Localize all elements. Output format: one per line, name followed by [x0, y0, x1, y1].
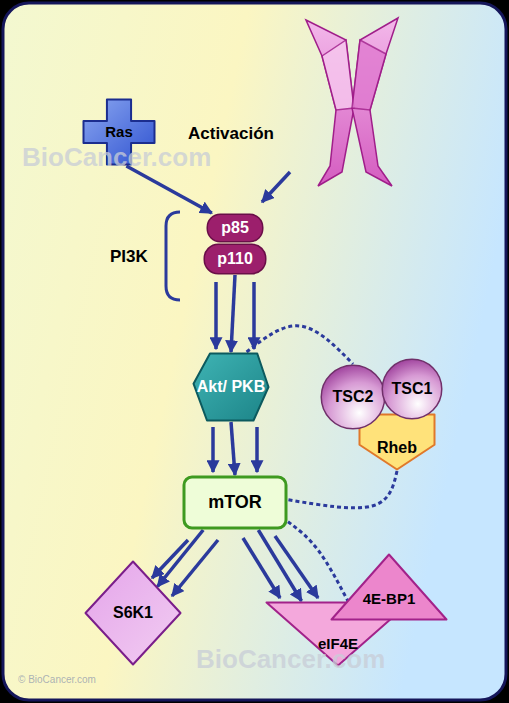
- signal-arrow: [258, 530, 301, 601]
- node-label: TSC2: [333, 389, 374, 406]
- receptor-illustration: [306, 18, 398, 186]
- kinase-pentagon: Akt/ PKB: [192, 352, 270, 422]
- node-label: 4E-BP1: [363, 591, 416, 607]
- watermark: BioCancer.com: [22, 142, 211, 173]
- signal-arrow: [231, 422, 235, 475]
- pi3k-bracket: [166, 212, 180, 300]
- arrow-group: [152, 172, 318, 598]
- signal-arrow: [214, 282, 218, 349]
- node-label: p85: [221, 220, 249, 237]
- binding-protein-triangle: 4E-BP1: [330, 553, 448, 621]
- complex-circle: TSC2: [320, 364, 386, 430]
- signal-arrow: [172, 540, 218, 596]
- node-label: Rheb: [377, 440, 417, 457]
- node-label: TSC1: [392, 381, 433, 398]
- catalytic-subunit: p110: [203, 243, 267, 275]
- node-label: S6K1: [113, 605, 153, 622]
- effector-diamond: S6K1: [84, 560, 182, 666]
- complex-circle: TSC1: [381, 358, 443, 420]
- activation-label: Activación: [188, 124, 274, 144]
- node-label: Ras: [105, 124, 133, 140]
- signal-arrow: [158, 530, 204, 587]
- node-label: p110: [217, 251, 253, 268]
- inhibition-link: [247, 326, 353, 364]
- kinase-box: mTOR: [182, 475, 288, 530]
- activation-arrow: [262, 172, 290, 202]
- node-outline: [330, 553, 448, 621]
- connector-layer: [126, 166, 397, 601]
- watermark: © BioCancer.com: [18, 674, 96, 685]
- regulatory-subunit: p85: [206, 213, 264, 243]
- node-label: Akt/ PKB: [197, 379, 265, 396]
- inhibition-link: [288, 471, 397, 508]
- node-label: mTOR: [208, 493, 262, 512]
- signal-arrow: [126, 166, 211, 213]
- complex-label: PI3K: [110, 247, 148, 267]
- signal-arrow: [243, 538, 280, 598]
- watermark: BioCancer.com: [196, 644, 385, 675]
- background-panel: [3, 3, 506, 700]
- signal-arrow: [231, 275, 235, 352]
- signal-arrow: [252, 282, 256, 349]
- inhibition-link: [288, 522, 348, 601]
- signal-arrow: [211, 427, 215, 472]
- signal-arrow: [255, 427, 259, 472]
